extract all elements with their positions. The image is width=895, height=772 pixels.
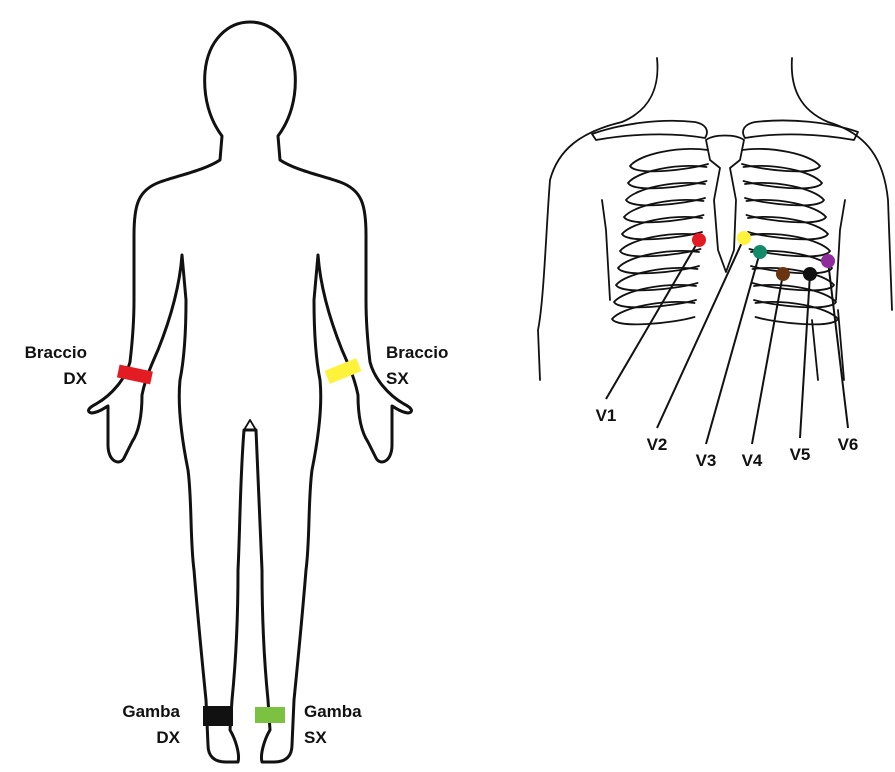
braccio-dx-label-line2: DX <box>63 369 87 388</box>
thorax-illustration <box>538 58 892 380</box>
v2-leader-line <box>657 238 744 428</box>
rib <box>612 302 695 324</box>
v3-label: V3 <box>696 451 717 470</box>
body-figure <box>89 22 412 762</box>
ribs-right <box>742 149 838 324</box>
rib <box>756 302 839 324</box>
v4-label: V4 <box>742 451 763 470</box>
gamba-sx-label-line1: Gamba <box>304 702 362 721</box>
v6-leader-line <box>828 261 848 428</box>
v1-label: V1 <box>596 406 617 425</box>
v3-electrode <box>753 245 767 259</box>
braccio-sx-label-line2: SX <box>386 369 409 388</box>
v4-electrode <box>776 267 790 281</box>
gamba-dx-label-line1: Gamba <box>122 702 180 721</box>
v5-leader-line <box>800 274 810 438</box>
v5-electrode <box>803 267 817 281</box>
v6-label: V6 <box>838 435 859 454</box>
gamba-sx-band <box>255 707 285 723</box>
braccio-dx-label-line1: Braccio <box>25 343 87 362</box>
gamba-dx-label-line2: DX <box>156 728 180 747</box>
v6-electrode <box>821 254 835 268</box>
v3-leader-line <box>706 252 760 444</box>
v2-electrode <box>737 231 751 245</box>
v1-electrode <box>692 233 706 247</box>
v4-leader-line <box>752 274 783 444</box>
v2-label: V2 <box>647 435 668 454</box>
gamba-sx-label-line2: SX <box>304 728 327 747</box>
braccio-sx-label-line1: Braccio <box>386 343 448 362</box>
gamba-dx-band <box>203 706 233 726</box>
v5-label: V5 <box>790 445 811 464</box>
